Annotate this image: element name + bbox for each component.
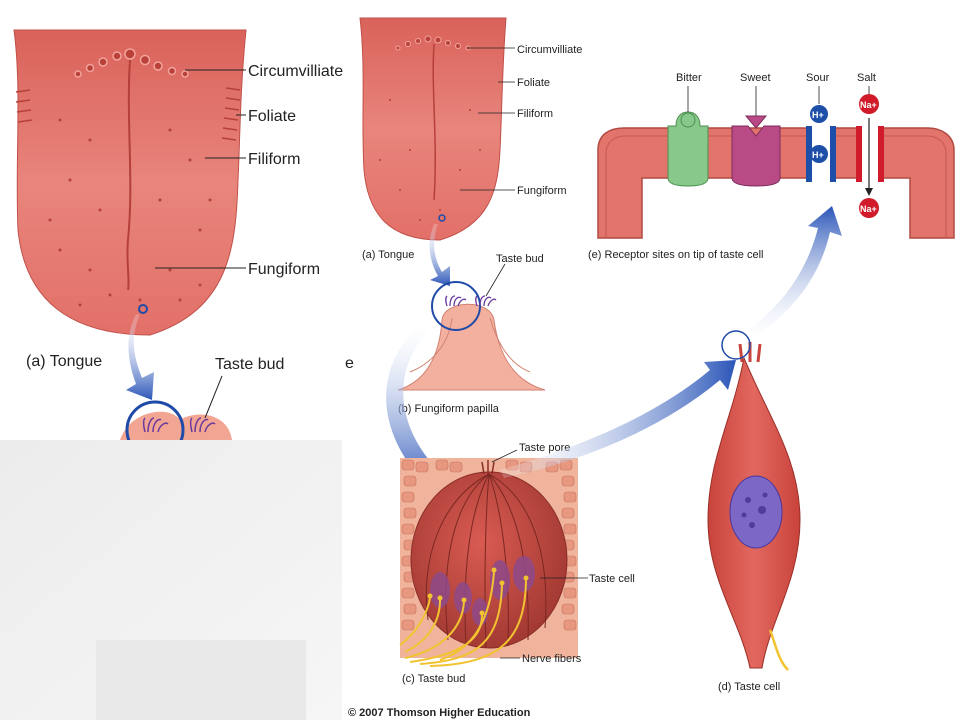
right-label-taste-bud: Taste bud (496, 253, 544, 265)
left-leader-lines (155, 69, 246, 269)
ion-h-bottom: H+ (812, 150, 824, 160)
left-median-groove (126, 59, 132, 291)
nerve-fibers (399, 571, 527, 667)
right-tongue-figure: Circumvilliate Foliate Filiform Fungifor… (359, 17, 582, 261)
right-label-fungiform: Fungiform (517, 185, 567, 197)
fungiform-papilla (397, 263, 546, 391)
arrow-to-receptors (748, 206, 842, 338)
left-taste-bud-icons (142, 417, 216, 433)
ion-na-bottom: Na+ (860, 204, 877, 214)
label-bitter: Bitter (676, 72, 702, 84)
left-circumvallate-papillae (74, 48, 189, 78)
right-median-groove (432, 43, 437, 201)
taste-bud-figure (399, 458, 578, 667)
left-label-taste-bud: Taste bud (215, 356, 284, 373)
bitter-receptor (667, 111, 709, 187)
label-nerve-fibers: Nerve fibers (522, 653, 582, 665)
arrow-to-papilla (429, 224, 450, 286)
left-label-filiform: Filiform (248, 151, 300, 168)
salt-channel (856, 94, 884, 218)
left-tongue-figure: Circumvilliate Foliate Filiform Fungifor… (13, 29, 343, 460)
right-caption-tongue: (a) Tongue (362, 249, 414, 261)
left-label-circumvilliate: Circumvilliate (248, 63, 343, 80)
left-highlight-circle (138, 304, 148, 314)
receptor-membrane (597, 94, 955, 239)
caption-taste-bud: (c) Taste bud (402, 673, 465, 685)
caption-fungiform-papilla: (b) Fungiform papilla (398, 403, 500, 415)
label-taste-pore: Taste pore (519, 442, 570, 454)
label-sweet: Sweet (740, 72, 771, 84)
left-caption-tongue: (a) Tongue (26, 353, 102, 370)
nerve-endings (427, 567, 529, 616)
sour-channel (806, 105, 836, 182)
right-label-circumvilliate: Circumvilliate (517, 44, 582, 56)
taste-pore-leader (491, 449, 518, 463)
left-label-foliate: Foliate (248, 108, 296, 125)
bud-cell-outlines (425, 473, 547, 649)
right-fungiform-dots (379, 99, 481, 221)
taste-cell-figure (707, 330, 801, 671)
right-tongue (359, 17, 507, 241)
epithelial-cells (401, 459, 577, 631)
left-fungiform-dots (48, 118, 212, 307)
taste-cell-nerve (768, 629, 789, 671)
right-leader-lines (460, 47, 515, 191)
sweet-receptor (731, 115, 781, 187)
papilla-taste-buds (445, 295, 497, 307)
nucleus-chromatin (741, 492, 768, 528)
arrow-to-taste-bud (386, 325, 448, 492)
label-sour: Sour (806, 72, 830, 84)
caption-taste-cell: (d) Taste cell (718, 681, 780, 693)
right-circumvallate-papillae (395, 35, 471, 51)
copyright-text: © 2007 Thomson Higher Education (348, 707, 531, 719)
taste-cell-zoom-circle (721, 330, 751, 360)
ion-na-top: Na+ (860, 100, 877, 110)
left-blue-arrow (126, 314, 154, 400)
right-highlight-circle (438, 214, 446, 222)
ion-h-top: H+ (812, 110, 824, 120)
taste-pore-hairs (481, 460, 495, 475)
caption-receptor-sites: (e) Receptor sites on tip of taste cell (588, 249, 763, 261)
left-taste-bud-leader (204, 375, 223, 419)
left-papilla-fragment (120, 411, 232, 440)
stray-letter: e (345, 355, 354, 372)
left-label-fungiform: Fungiform (248, 261, 320, 278)
papilla-taste-bud-leader (485, 263, 506, 297)
label-salt: Salt (857, 72, 876, 84)
right-label-foliate: Foliate (517, 77, 550, 89)
arrow-to-taste-cell (500, 360, 736, 478)
grey-overlay-inner (96, 640, 306, 720)
label-taste-cell-c: Taste cell (589, 573, 635, 585)
taste-cell-nucleus (729, 475, 783, 549)
right-label-filiform: Filiform (517, 108, 553, 120)
left-foliate-ridges (15, 87, 241, 141)
